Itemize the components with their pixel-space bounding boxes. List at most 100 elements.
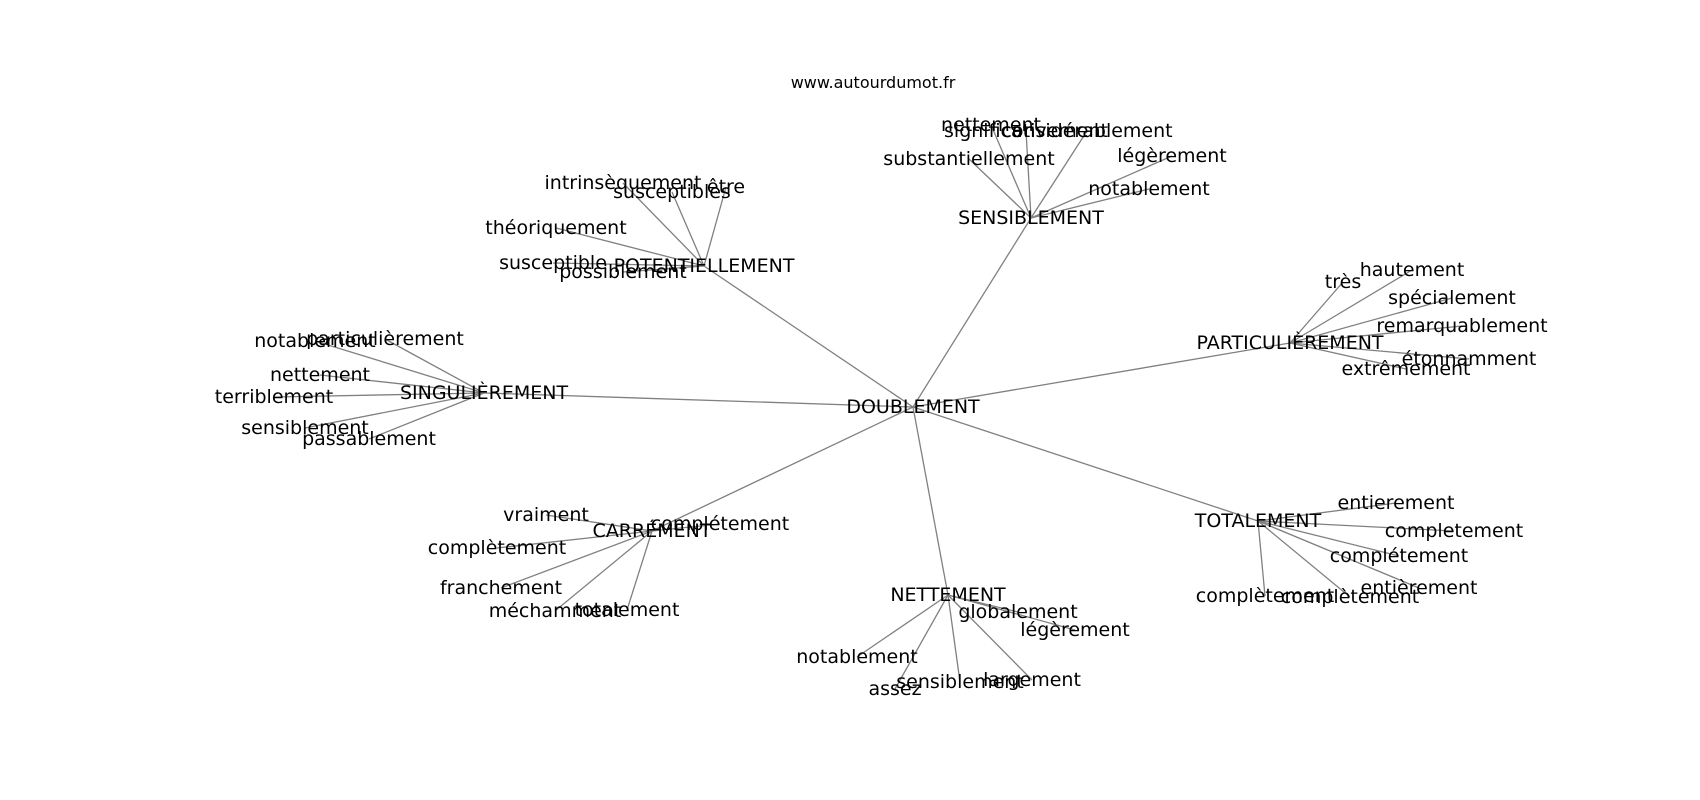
leaf-node-label[interactable]: légèrement xyxy=(1020,619,1130,641)
edge-hub-to-leaf xyxy=(1257,520,1266,597)
edge-hub-to-leaf xyxy=(545,514,653,532)
edge-hub-to-leaf xyxy=(1030,155,1173,219)
edge-center-to-hub xyxy=(651,406,914,532)
leaf-node-label[interactable]: spécialement xyxy=(1388,287,1516,309)
edge-hub-to-leaf xyxy=(671,191,705,267)
edge-hub-to-leaf xyxy=(555,227,705,267)
leaf-node-label[interactable]: complètement xyxy=(1281,586,1419,608)
leaf-node-label[interactable]: complétement xyxy=(651,513,789,535)
leaf-node-label[interactable]: entièrement xyxy=(1361,577,1478,599)
leaf-node-label[interactable]: totalement xyxy=(575,599,680,621)
hub-node-label[interactable]: NETTEMENT xyxy=(890,584,1006,606)
edge-hub-to-leaf xyxy=(273,392,485,398)
edge-hub-to-leaf xyxy=(1289,325,1463,344)
leaf-node-label[interactable]: completement xyxy=(1385,520,1523,542)
edge-hub-to-leaf xyxy=(894,594,949,690)
leaf-node-label[interactable]: sensiblement xyxy=(896,671,1024,693)
edge-hub-to-leaf xyxy=(622,265,705,273)
labels-layer: www.autourdumot.fr nettementsignificativ… xyxy=(215,73,1548,700)
leaf-node-label[interactable]: très xyxy=(1325,271,1361,293)
leaf-node-label[interactable]: sensiblement xyxy=(241,417,369,439)
edge-center-to-hub xyxy=(912,406,1259,522)
edge-hub-to-leaf xyxy=(384,338,485,394)
source-caption[interactable]: www.autourdumot.fr xyxy=(791,73,956,92)
leaf-node-label[interactable]: légèrement xyxy=(1117,145,1227,167)
edge-center-to-hub xyxy=(912,406,949,596)
leaf-node-label[interactable]: nettement xyxy=(270,364,370,386)
leaf-node-label[interactable]: passablement xyxy=(302,428,436,450)
edge-hub-to-leaf xyxy=(314,340,485,394)
leaf-node-label[interactable]: assez xyxy=(868,678,921,700)
edge-hub-to-leaf xyxy=(1257,520,1351,598)
leaf-node-label[interactable]: substantiellement xyxy=(883,148,1054,170)
edge-hub-to-leaf xyxy=(856,594,949,658)
edge-hub-to-leaf xyxy=(1289,281,1344,344)
leaf-node-label[interactable]: notablement xyxy=(796,646,917,668)
edge-hub-to-leaf xyxy=(1289,269,1413,344)
leaf-node-label[interactable]: théoriquement xyxy=(485,217,626,239)
edge-hub-to-leaf xyxy=(1257,520,1420,589)
edge-hub-to-leaf xyxy=(968,158,1032,219)
leaf-node-label[interactable]: intrinsèquement xyxy=(545,172,702,194)
edge-center-to-hub xyxy=(703,265,914,408)
edge-center-to-hub xyxy=(483,392,914,408)
edges-layer xyxy=(273,124,1470,690)
leaf-node-label[interactable]: globalement xyxy=(958,601,1077,623)
edge-hub-to-leaf xyxy=(1025,130,1032,219)
edge-hub-to-leaf xyxy=(368,392,485,440)
leaf-node-label[interactable]: notablement xyxy=(254,330,375,352)
edge-hub-to-leaf xyxy=(500,530,653,589)
edge-hub-to-leaf xyxy=(1257,520,1400,557)
leaf-node-label[interactable]: vraiment xyxy=(503,504,589,526)
edge-hub-to-leaf xyxy=(651,523,721,532)
leaf-node-label[interactable]: nettement xyxy=(941,114,1041,136)
leaf-node-label[interactable]: entierement xyxy=(1338,492,1455,514)
edge-hub-to-leaf xyxy=(622,182,705,267)
leaf-node-label[interactable]: extrêmement xyxy=(1341,358,1470,380)
edge-hub-to-leaf xyxy=(319,374,485,394)
edge-hub-to-leaf xyxy=(1289,342,1470,360)
edge-hub-to-leaf xyxy=(990,124,1032,219)
edge-hub-to-leaf xyxy=(626,530,653,611)
leaf-node-label[interactable]: franchement xyxy=(440,577,562,599)
hub-node-label[interactable]: SENSIBLEMENT xyxy=(958,207,1104,229)
leaf-node-label[interactable]: terriblement xyxy=(215,386,333,408)
hub-node-label[interactable]: SINGULIÈREMENT xyxy=(400,381,569,404)
edge-hub-to-leaf xyxy=(1030,130,1088,219)
leaf-node-label[interactable]: notablement xyxy=(1088,178,1209,200)
edge-hub-to-leaf xyxy=(1289,342,1407,370)
edge-hub-to-leaf xyxy=(304,392,485,429)
leaf-node-label[interactable]: étonnamment xyxy=(1402,348,1537,370)
leaf-node-label[interactable]: significativement xyxy=(944,120,1108,142)
leaf-node-label[interactable]: possiblement xyxy=(559,261,686,283)
edge-center-to-hub xyxy=(912,342,1291,408)
edge-hub-to-leaf xyxy=(1257,520,1455,532)
edge-center-to-hub xyxy=(912,217,1032,408)
leaf-node-label[interactable]: particulièrement xyxy=(306,328,464,350)
leaf-node-label[interactable]: susceptible xyxy=(499,252,607,274)
edge-hub-to-leaf xyxy=(947,594,1033,681)
hub-node-label[interactable]: POTENTIELLEMENT xyxy=(614,255,795,277)
leaf-node-label[interactable]: complétement xyxy=(1330,545,1468,567)
center-node-label[interactable]: DOUBLEMENT xyxy=(846,396,980,418)
leaf-node-label[interactable]: remarquablement xyxy=(1376,315,1547,337)
hub-node-label[interactable]: TOTALEMENT xyxy=(1194,510,1322,532)
edge-hub-to-leaf xyxy=(703,186,727,267)
edge-hub-to-leaf xyxy=(1289,297,1453,344)
edge-hub-to-leaf xyxy=(1030,188,1150,219)
leaf-node-label[interactable]: considérablement xyxy=(1001,120,1172,142)
leaf-node-label[interactable]: hautement xyxy=(1360,259,1465,281)
edge-hub-to-leaf xyxy=(947,594,1076,631)
leaf-node-label[interactable]: largement xyxy=(983,669,1081,691)
leaf-node-label[interactable]: méchamment xyxy=(489,600,622,622)
edge-hub-to-leaf xyxy=(947,594,961,683)
hub-node-label[interactable]: CARRÉMENT xyxy=(593,519,712,542)
leaf-node-label[interactable]: complètement xyxy=(428,537,566,559)
edge-hub-to-leaf xyxy=(554,530,653,612)
leaf-node-label[interactable]: susceptibles xyxy=(613,181,731,203)
leaf-node-label[interactable]: complètement xyxy=(1196,585,1334,607)
edge-hub-to-leaf xyxy=(496,530,653,549)
hub-node-label[interactable]: PARTICULIÈREMENT xyxy=(1196,331,1383,354)
leaf-node-label[interactable]: être xyxy=(707,176,745,198)
